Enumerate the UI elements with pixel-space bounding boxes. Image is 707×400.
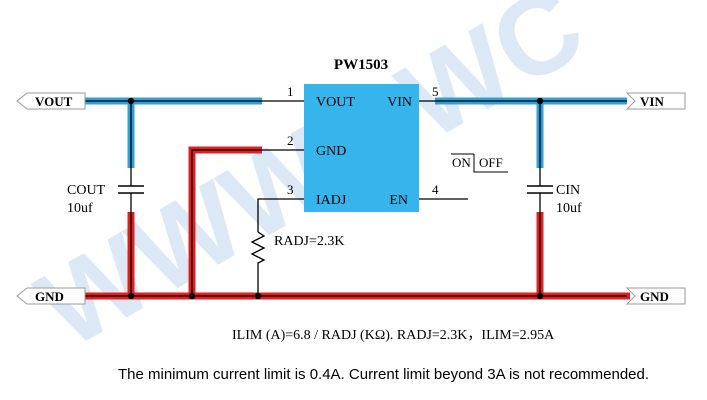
terminal-gnd-right-label: GND [640, 289, 669, 304]
cout-capacitor-symbol [118, 185, 144, 194]
junction-dots [127, 97, 544, 300]
pin-name-vin: VIN [387, 95, 412, 110]
terminal-vout-label: VOUT [35, 94, 73, 109]
pin-number-4: 4 [432, 182, 439, 197]
terminal-vin: VIN [625, 92, 686, 110]
cout-label: COUT [67, 183, 106, 198]
pin-name-iadj: IADJ [316, 193, 347, 208]
terminal-gnd-left-label: GND [35, 289, 64, 304]
terminal-gnd-left: GND [16, 287, 86, 305]
pin-number-5: 5 [432, 84, 439, 99]
chip-title: PW1503 [334, 57, 388, 73]
cout-value: 10uf [67, 201, 93, 216]
ilim-formula: ILIM (A)=6.8 / RADJ (KΩ). RADJ=2.3K，ILIM… [232, 328, 555, 343]
switch-on-label: ON [452, 155, 471, 170]
cin-value: 10uf [556, 201, 582, 216]
on-off-switch: ON OFF [451, 153, 508, 173]
terminal-vout: VOUT [16, 92, 86, 110]
chip-body [304, 84, 419, 212]
pin-number-2: 2 [287, 133, 294, 148]
pin-name-gnd: GND [316, 144, 346, 159]
cin-label: CIN [556, 183, 580, 198]
cin-capacitor-symbol [527, 185, 553, 194]
pin-number-1: 1 [287, 84, 294, 99]
pin-name-vout: VOUT [316, 95, 355, 110]
radj-label: RADJ=2.3K [274, 234, 345, 249]
terminal-vin-label: VIN [640, 94, 664, 109]
switch-off-label: OFF [479, 155, 503, 170]
terminal-gnd-right: GND [625, 287, 686, 305]
current-limit-note: The minimum current limit is 0.4A. Curre… [118, 366, 650, 383]
pin-name-en: EN [389, 193, 408, 208]
wires [85, 100, 627, 297]
pin-number-3: 3 [287, 182, 294, 197]
